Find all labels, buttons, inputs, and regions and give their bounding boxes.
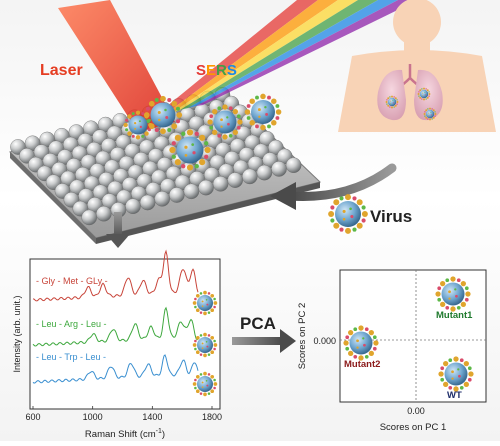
spectra-group <box>32 249 199 384</box>
nanoparticle-ball <box>227 172 243 188</box>
nanoparticle-ball <box>271 161 287 177</box>
score-x-tick: 0.00 <box>407 406 425 416</box>
spectrum-x-ticks: 600 1000 1400 1800 <box>25 406 222 422</box>
curved-arrow-icon <box>270 163 397 210</box>
nanoparticle-ball <box>183 183 200 200</box>
nanoparticle-ball <box>81 209 97 226</box>
virus-icon <box>328 194 368 234</box>
peptide-label-leu-trp-leu: - Leu - Trp - Leu - <box>36 352 106 362</box>
virus-label: Virus <box>370 207 412 226</box>
spectrum-x-tick-label: 1000 <box>83 412 103 422</box>
spectrum-y-axis-label: Intensity (arb. unit.) <box>12 295 22 372</box>
score-y-axis-label: Scores on PC 2 <box>297 303 308 370</box>
nanoparticle-ball <box>241 168 258 185</box>
pca-arrow: PCA <box>232 314 296 353</box>
nanoparticle-ball <box>96 205 112 222</box>
point-label-mutant2: Mutant2 <box>344 359 380 370</box>
score-x-axis-label: Scores on PC 1 <box>380 422 447 433</box>
nanoparticle-ball <box>256 164 273 181</box>
human-silhouette <box>338 0 496 132</box>
lungs-icon <box>377 64 443 121</box>
nanoparticle-ball <box>139 194 156 211</box>
sers-scattered-beam <box>150 0 418 120</box>
raman-spectrum-trace <box>32 249 199 302</box>
raman-spectrum-trace <box>32 306 199 347</box>
laser-label: Laser <box>40 62 83 79</box>
nanoparticle-ball <box>168 187 185 203</box>
point-label-wt: WT <box>447 390 462 401</box>
spectrum-x-tick-label: 1800 <box>202 412 222 422</box>
raman-spectrum-panel: 600 1000 1400 1800 - Gly - Met - GLy - - Le… <box>12 249 222 440</box>
nanoparticle-ball <box>198 179 214 196</box>
nanoparticle-ball <box>154 190 170 207</box>
spectrum-x-axis-label: Raman Shift (cm-1) <box>85 428 165 440</box>
down-arrow-icon <box>106 212 130 248</box>
nanoparticle-ball <box>285 157 302 173</box>
sers-label: SERS <box>196 62 237 79</box>
spectrum-x-tick-label: 600 <box>25 412 40 422</box>
nanoparticle-ball <box>125 198 141 214</box>
spectrum-x-tick-label: 1400 <box>142 412 162 422</box>
pca-label: PCA <box>240 314 276 333</box>
peptide-label-leu-arg-leu: - Leu - Arg - Leu - <box>36 319 107 329</box>
peptide-label-gly-met-gly: - Gly - Met - GLy - <box>36 276 108 286</box>
nanoparticle-ball <box>212 175 229 192</box>
pca-score-panel: Mutant1 Mutant2 WT 0.000 0.00 Scores on … <box>297 269 487 433</box>
score-y-tick: 0.000 <box>313 336 336 346</box>
point-label-mutant1: Mutant1 <box>436 310 473 321</box>
laser-beam <box>58 0 175 132</box>
raman-spectrum-trace <box>32 354 199 384</box>
